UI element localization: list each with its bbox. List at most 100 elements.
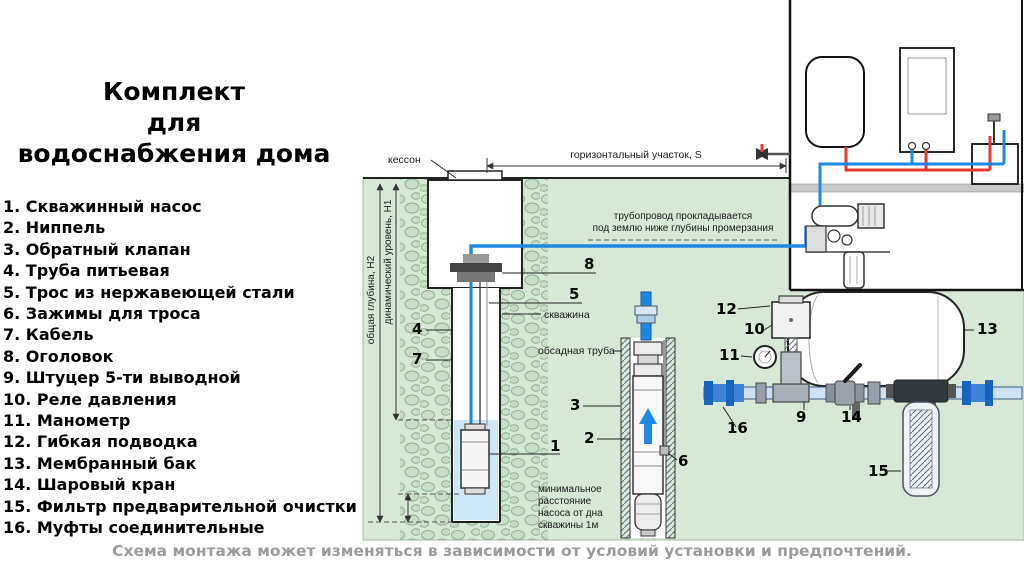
boiler-panel (907, 57, 947, 115)
column-valve-left (907, 141, 917, 151)
fitting-hub (772, 383, 810, 403)
leader-10 (763, 324, 773, 331)
detail-pump-motor (634, 493, 662, 531)
ball-valve (825, 363, 865, 406)
callout-16: 16 (727, 419, 748, 437)
callout-3: 3 (570, 396, 580, 414)
check-valve (633, 341, 663, 356)
tank-cap-line (808, 294, 819, 384)
callout-14: 14 (841, 408, 862, 426)
label-kesson: кессон (388, 154, 421, 166)
parts-list-item-3: 3. Обратный клапан (3, 239, 191, 259)
parts-list-item-10: 10. Реле давления (3, 389, 177, 409)
station-gauge (827, 229, 841, 243)
station-gauge-2 (841, 234, 853, 246)
house-piping (818, 130, 1006, 206)
station-pump-head (805, 225, 827, 253)
title-line-2: для (146, 108, 202, 137)
title-line-3: водоснабжения дома (17, 139, 331, 168)
faucet-icon (987, 113, 1001, 122)
hot-water-line (844, 147, 990, 172)
union-coupling (867, 381, 881, 405)
callout-12: 12 (716, 300, 737, 318)
wellhead (450, 254, 502, 282)
outdoor-tap (756, 144, 790, 160)
label-min-distance-2: расстояние (538, 496, 592, 507)
casing-wall-right (665, 337, 676, 539)
flexible-hose (784, 337, 798, 353)
label-casing-pipe: обсадная труба (538, 345, 615, 357)
house-fixtures (756, 47, 1019, 185)
flow-arrow-icon (639, 408, 657, 444)
station-tank (811, 205, 859, 227)
borehole-pump (460, 423, 490, 495)
nipple (637, 354, 659, 365)
callout-2: 2 (584, 429, 594, 447)
label-pipeline-note-1: трубопровод прокладывается (614, 210, 752, 222)
footer-note: Схема монтажа может изменяться в зависим… (112, 542, 912, 560)
parts-list-item-7: 7. Кабель (3, 325, 94, 345)
callout-8: 8 (584, 255, 594, 273)
label-horizontal-section: горизонтальный участок, S (570, 149, 702, 161)
relay-cover (778, 295, 804, 304)
pump-detail-view (620, 291, 676, 539)
callout-1: 1 (550, 437, 560, 455)
basement-equipment (805, 203, 890, 289)
water-heater (805, 56, 865, 148)
gauge-dial (758, 350, 772, 364)
union-nut (755, 382, 767, 404)
label-min-distance-1: минимальное (538, 484, 602, 495)
kesson-leader (430, 159, 457, 179)
callout-6: 6 (678, 452, 688, 470)
cable-clamp (659, 445, 670, 456)
column-valve-right (921, 141, 931, 151)
parts-list-item-11: 11. Манометр (3, 411, 131, 431)
leader-11 (740, 355, 753, 358)
label-pipeline-note-2: под землю ниже глубины промерзания (593, 222, 774, 234)
parts-list-item-13: 13. Мембранный бак (3, 453, 197, 473)
pre-filter (886, 379, 956, 497)
parts-list-item-9: 9. Штуцер 5-ти выводной (3, 368, 241, 388)
parts-list-item-14: 14. Шаровый кран (3, 475, 176, 495)
parts-list-item-4: 4. Труба питьевая (3, 261, 170, 281)
well-section (427, 170, 808, 523)
parts-list-item-5: 5. Трос из нержавеющей стали (3, 282, 295, 302)
parts-list-item-1: 1. Скважинный насос (3, 197, 202, 216)
callout-13: 13 (977, 320, 998, 338)
coupling-right (962, 380, 993, 406)
callout-11: 11 (719, 346, 740, 364)
cold-water-line (818, 162, 1004, 206)
title-line-1: Комплект (102, 77, 246, 106)
parts-list-item-6: 6. Зажимы для троса (3, 304, 201, 324)
surface-equipment-detail (703, 291, 1023, 497)
parts-list-item-16: 16. Муфты соединительные (3, 518, 265, 538)
label-min-distance-4: скважины 1м (538, 520, 598, 531)
callout-15: 15 (868, 462, 889, 480)
caisson-hatch (447, 170, 503, 181)
page-title: Комплект для водоснабжения дома (0, 76, 348, 169)
detail-coupling-top (634, 305, 658, 316)
callout-10: 10 (744, 320, 765, 338)
pump-outlet-head (633, 363, 663, 377)
leader-16 (722, 406, 737, 428)
parts-list: 1. Скважинный насос 2. Ниппель 3. Обратн… (3, 196, 363, 539)
station-motor (857, 203, 885, 229)
leader-6 (667, 452, 678, 461)
five-way-fitting (780, 351, 802, 387)
parts-list-item-12: 12. Гибкая подводка (3, 432, 198, 452)
parts-list-item-8: 8. Оголовок (3, 346, 114, 366)
detail-pump-foot (640, 529, 656, 537)
station-filter (843, 251, 865, 289)
label-total-depth: общая глубина, H2 (365, 255, 377, 344)
casing-wall-left (620, 337, 631, 539)
callout-5: 5 (569, 285, 579, 303)
house-floor (789, 183, 1024, 193)
callout-9: 9 (796, 408, 806, 426)
label-min-distance-3: насоса от дна (538, 508, 603, 519)
detail-coupling-nut (636, 314, 656, 324)
callout-7: 7 (412, 350, 422, 368)
parts-list-item-2: 2. Ниппель (3, 218, 106, 238)
relay-screw (789, 318, 793, 322)
